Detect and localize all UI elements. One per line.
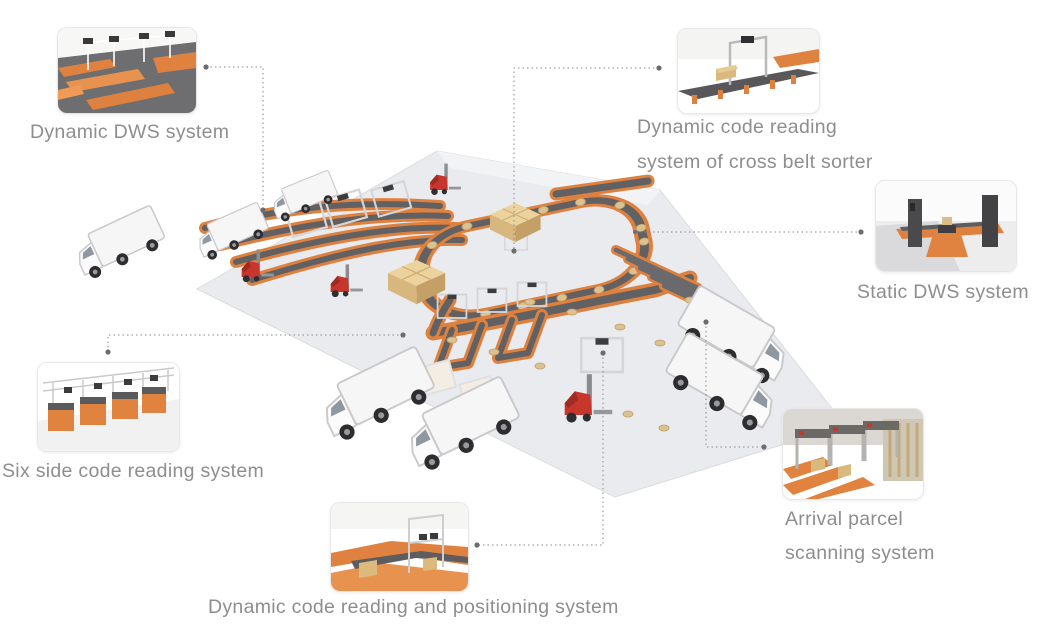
label-six-side: Six side code reading system [2,460,264,483]
label-line: Dynamic DWS system [30,121,230,143]
positioning-image [331,503,468,591]
static-dws-image [876,181,1016,271]
thumbnail-cross-belt-sorter [677,28,820,114]
label-static-dws: Static DWS system [857,281,1029,304]
dynamic-dws-image [58,28,196,113]
thumbnail-arrival-parcel [782,408,924,500]
label-line: Dynamic code reading and positioning sys… [208,596,619,618]
arrival-parcel-image [783,409,923,499]
thumbnail-static-dws [875,180,1017,272]
label-line: Arrival parcel [785,508,903,530]
label-positioning: Dynamic code reading and positioning sys… [208,596,619,619]
label-arrival-parcel: Arrival parcel scanning system [785,502,935,570]
thumbnail-positioning [330,502,469,592]
thumbnail-dynamic-dws [57,27,197,114]
thumbnail-six-side [37,362,180,452]
label-line: Six side code reading system [2,460,265,482]
label-line: scanning system [785,542,935,564]
label-line: Dynamic code reading [637,116,838,138]
cross-belt-sorter-image [678,29,819,113]
label-line: Static DWS system [857,281,1029,303]
label-cross-belt-sorter: Dynamic code reading system of cross bel… [637,110,873,180]
six-side-image [38,363,179,451]
label-dynamic-dws: Dynamic DWS system [30,121,229,144]
label-line: system of cross belt sorter [637,151,873,173]
